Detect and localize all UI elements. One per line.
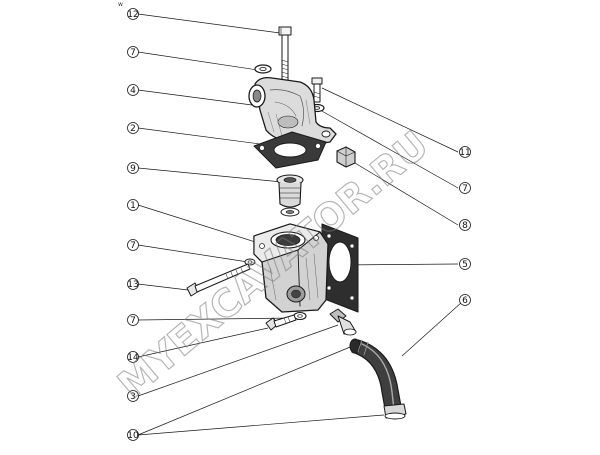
callout-circle	[127, 122, 139, 134]
leader-14	[137, 327, 269, 358]
leader-9	[137, 167, 283, 183]
callout-number: 7	[130, 241, 136, 251]
right-callout-1: 7	[459, 182, 471, 194]
drain-plug	[336, 146, 356, 168]
leader-7a	[137, 51, 259, 71]
long-bolt	[278, 26, 292, 81]
callout-number: 12	[127, 10, 138, 20]
left-callout-1: 7	[127, 46, 139, 58]
left-callout-0: 12	[127, 8, 139, 20]
callout-circle	[459, 146, 471, 158]
leader-10b	[137, 414, 385, 436]
leader-8	[349, 159, 459, 226]
thermostat	[276, 174, 304, 217]
callout-circle	[127, 278, 139, 290]
callout-circle	[127, 162, 139, 174]
callout-number: 11	[459, 148, 470, 158]
right-callout-2: 8	[459, 219, 471, 231]
leader-12	[137, 13, 281, 34]
left-callout-2: 4	[127, 84, 139, 96]
right-callout-4: 6	[459, 294, 471, 306]
callout-number: 13	[127, 280, 138, 290]
left-callout-11: 10	[127, 429, 139, 441]
leader-5	[339, 263, 459, 266]
callout-number: 8	[462, 221, 468, 231]
callout-number: 9	[130, 164, 136, 174]
washer-mid	[244, 258, 256, 266]
washer-top	[254, 64, 272, 74]
leader-6	[401, 301, 463, 357]
callout-circle	[127, 84, 139, 96]
thermostat-cover	[248, 76, 337, 145]
leader-3	[137, 324, 339, 397]
leader-7b	[137, 244, 249, 263]
hose-adapter	[329, 308, 357, 336]
right-callouts: 11 7 8 5 6	[459, 146, 471, 306]
right-callout-3: 5	[459, 258, 471, 270]
lower-bolt	[265, 314, 297, 331]
callout-circle	[459, 219, 471, 231]
callout-circle	[459, 258, 471, 270]
leader-7c	[137, 317, 297, 321]
callout-number: 1	[130, 201, 136, 211]
left-callout-8: 7	[127, 314, 139, 326]
callout-circle	[127, 199, 139, 211]
left-callouts: 12 7 4 2 9 1 7 13 7 14 3 10	[127, 8, 139, 441]
callout-circle	[127, 46, 139, 58]
callout-circle	[127, 8, 139, 20]
top-gasket	[253, 131, 327, 169]
callout-circle	[127, 239, 139, 251]
callout-number: 14	[127, 353, 139, 363]
callout-circle	[127, 314, 139, 326]
left-callout-9: 14	[127, 351, 139, 363]
callout-number: 4	[130, 86, 136, 96]
leader-4	[137, 89, 253, 106]
callout-circle	[459, 294, 471, 306]
parts	[186, 26, 407, 420]
callout-circle	[127, 429, 139, 441]
callout-number: 7	[462, 184, 468, 194]
callout-circle	[459, 182, 471, 194]
leader-2	[137, 127, 269, 146]
leader-7d	[319, 109, 459, 189]
thermostat-housing	[253, 223, 329, 313]
leader-11	[321, 87, 459, 153]
callout-number: 6	[462, 296, 468, 306]
callout-number: 3	[130, 392, 136, 402]
callout-number: 2	[130, 124, 136, 134]
callout-circle	[127, 351, 139, 363]
curved-hose	[349, 338, 407, 420]
left-callout-3: 2	[127, 122, 139, 134]
leader-lines	[137, 13, 463, 436]
leader-1	[137, 204, 266, 246]
callout-circle	[127, 390, 139, 402]
leader-13	[137, 283, 189, 291]
callout-number: 7	[130, 48, 136, 58]
left-callout-4: 9	[127, 162, 139, 174]
callout-number: 10	[127, 431, 139, 441]
callout-number: 5	[462, 260, 468, 270]
left-callout-10: 3	[127, 390, 139, 402]
left-callout-5: 1	[127, 199, 139, 211]
corner-mark: w	[118, 1, 123, 8]
left-callout-7: 13	[127, 278, 139, 290]
right-callout-0: 11	[459, 146, 471, 158]
left-callout-6: 7	[127, 239, 139, 251]
leader-10a	[137, 344, 356, 436]
short-bolt	[311, 77, 323, 103]
stud-bolt	[186, 263, 251, 297]
callout-number: 7	[130, 316, 136, 326]
